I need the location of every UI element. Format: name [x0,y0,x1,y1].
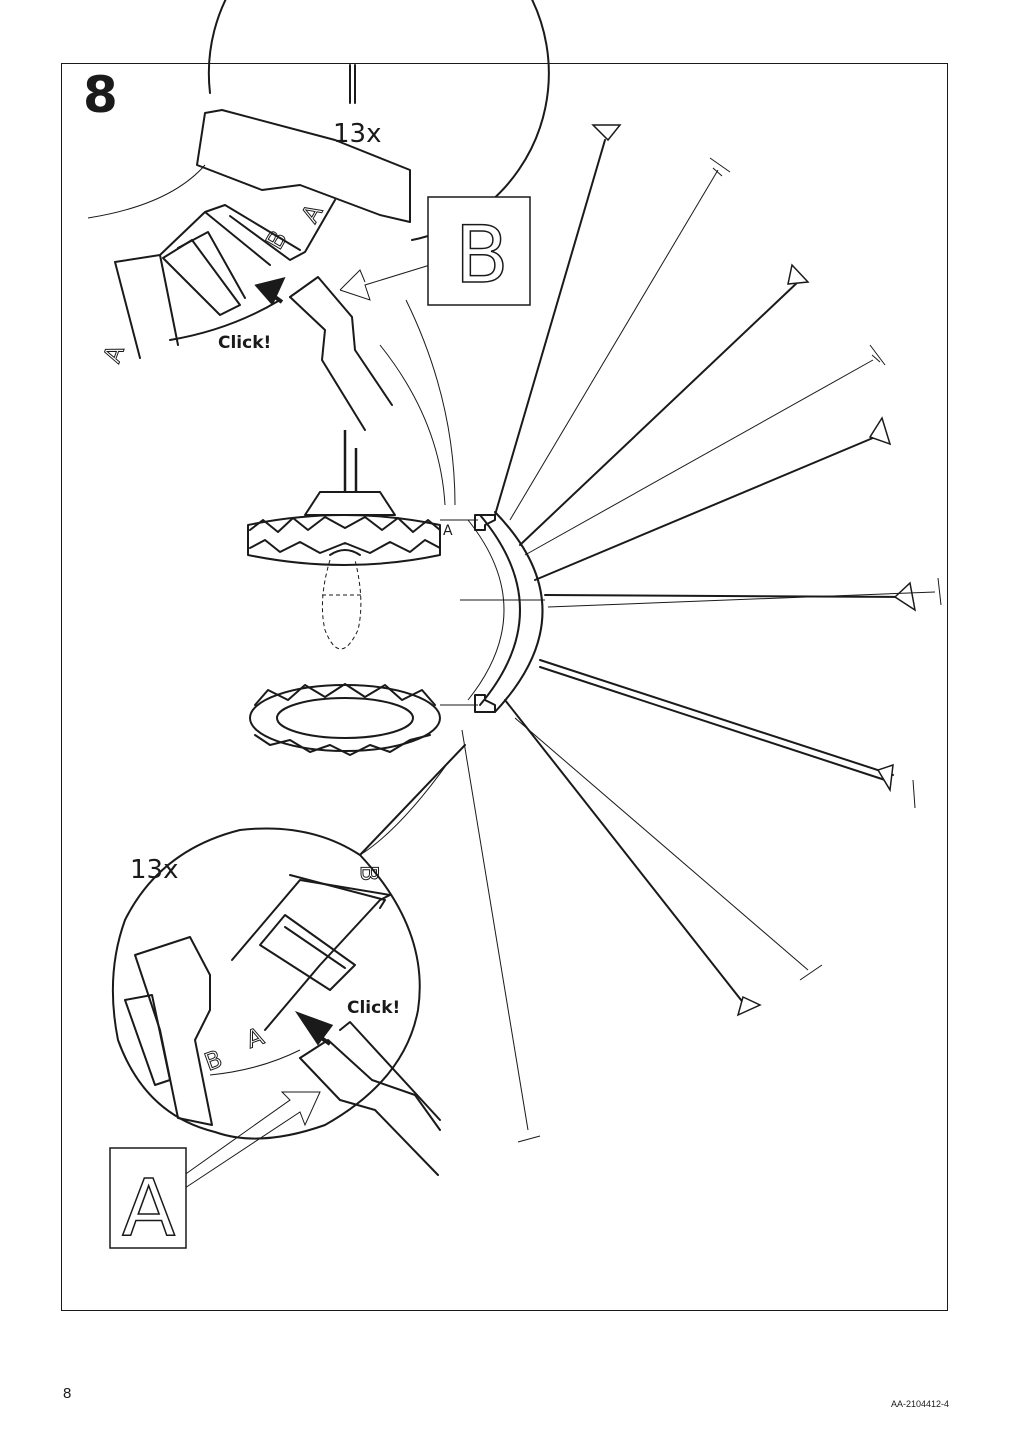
step-number: 8 [83,66,118,124]
top-detail-magnifier [87,0,550,506]
assembly-ring-label-a: A [443,523,453,539]
bottom-detail-magnifier [109,744,466,1249]
top-click-label: Click! [218,333,272,353]
bottom-ring-label-b-top: B [355,865,383,881]
bottom-ring-label-a: A [243,1022,269,1054]
top-part-label-b: B [455,211,509,301]
bottom-ring-label-b: B [201,1045,226,1077]
document-id: AA-2104412-4 [890,1399,949,1409]
bottom-click-label: Click! [347,998,401,1018]
radiating-arms [461,124,942,1143]
page-number: 8 [63,1385,72,1402]
step-frame [61,63,948,1311]
top-ring-label-a: A [296,199,329,228]
chandelier-body: A [247,430,545,756]
top-ring-label-a-left: A [98,341,130,367]
top-quantity-label: 13x [333,119,382,149]
bottom-quantity-label: 13x [130,855,179,885]
top-ring-label-b: B [260,226,292,254]
bottom-part-label-a: A [122,1164,175,1254]
